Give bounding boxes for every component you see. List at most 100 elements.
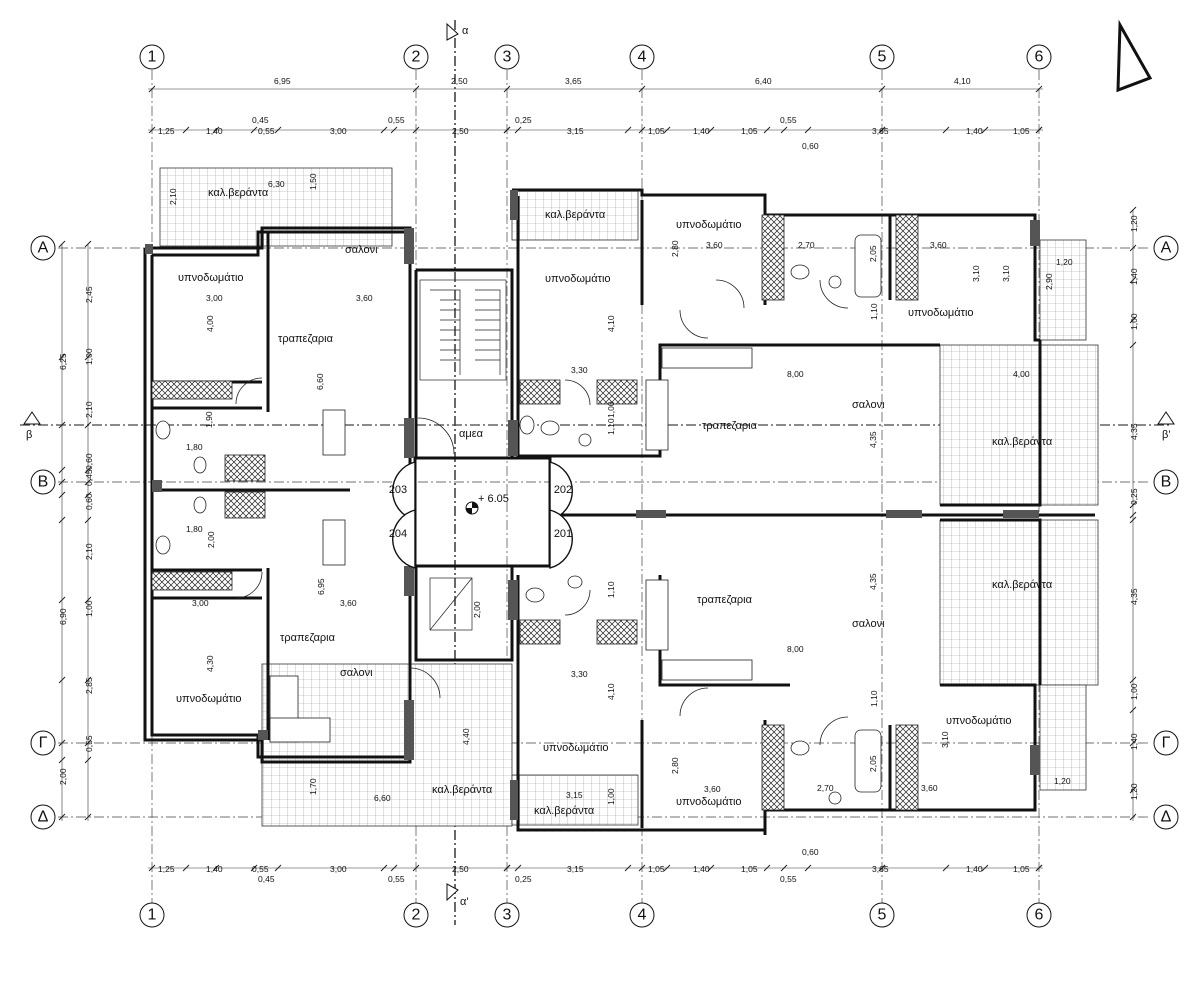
inner-dimension: 1,00 [606,788,616,805]
dim-bottom-detail: 1,05 [1013,864,1030,874]
dim-left-detail: 2,10 [84,543,94,560]
inner-dimension: 1,80 [186,442,203,452]
grid-row-label: Α [38,240,49,257]
grid-bubble [403,902,429,928]
grid-bubble [1153,730,1179,756]
inner-dimension: 4,35 [868,573,878,590]
wardrobes [151,214,919,811]
dim-right: 4,35 [1129,423,1139,440]
grid-bubble [869,902,895,928]
dim-bottom-detail: 1,40 [693,864,710,874]
dim-top-detail: 1,05 [648,126,665,136]
room-label: σαλονι [852,618,885,630]
grid-row-label: Δ [38,809,49,826]
section-mark-icon [23,411,41,425]
dim-right: 1,00 [1129,313,1139,330]
inner-dimension: 4,00 [1013,369,1030,379]
inner-dimension: 6,30 [268,179,285,189]
grid-col-label: 3 [503,49,512,66]
room-label: υπνοδωμάτιο [178,272,244,284]
inner-dimension: 2,00 [472,601,482,618]
room-label: καλ.βεράντα [432,784,493,796]
inner-dimension: 1,10 [606,581,616,598]
grid-bubble [139,902,165,928]
dim-right: 1,40 [1129,268,1139,285]
inner-dimension: 1,10 [869,690,879,707]
inner-dimension: 3,00 [192,598,209,608]
room-label: αμεα [459,428,484,440]
grid-bubble [403,44,429,70]
inner-dimension: 1,80 [186,524,203,534]
dim-top-detail: 1,40 [966,126,983,136]
apartment-markers [391,461,574,569]
section-label-right: β' [1162,429,1170,441]
inner-dimension: 2,80 [670,240,680,257]
grid-row-label: Δ [1161,809,1172,826]
room-label: υπνοδωμάτιο [676,796,742,808]
dim-bottom-detail: 0,55 [780,874,797,884]
inner-dimension: 1,50 [308,173,318,190]
apartment-number: 203 [389,484,407,496]
grid-col-label: 5 [878,49,887,66]
dim-top-overall: 2,50 [451,76,468,86]
dim-left-overall: 6,25 [58,353,68,370]
grid-col-label: 1 [148,907,157,924]
grid-row-label: Β [1161,474,1172,491]
grid-bubble [1026,902,1052,928]
dim-top-detail: 0,55 [780,115,797,125]
grid-bubble [139,44,165,70]
dim-top-overall: 3,65 [565,76,582,86]
inner-dimension: 2,05 [868,245,878,262]
inner-dimension: 4,40 [461,728,471,745]
room-label: τραπεζαρια [280,632,336,644]
dim-top-overall: 4,10 [954,76,971,86]
section-mark-icon [446,22,459,41]
grid-row-label: Γ [1162,735,1171,752]
grid-bubble [494,902,520,928]
column-blocks [145,190,1040,820]
grid-bubble [30,804,56,830]
grid-bubble [1153,469,1179,495]
inner-dimension: 4,10 [606,683,616,700]
grid-col-label: 5 [878,907,887,924]
inner-dimension: 2,70 [817,783,834,793]
dim-bottom-detail: 3,15 [567,864,584,874]
dim-left-detail: 1,00 [84,348,94,365]
level-marker-icon [465,501,479,515]
dim-bottom-detail: 3,00 [330,864,347,874]
inner-dimension: 1,20 [1054,776,1071,786]
dim-left-overall: 2,00 [58,768,68,785]
dim-bottom-detail: 2,50 [452,864,469,874]
grid-bubble [629,902,655,928]
inner-dimension: 2,10 [168,188,178,205]
inner-dimension: 3,10 [940,731,950,748]
inner-dimension: 3,60 [706,240,723,250]
grid-col-label: 2 [412,49,421,66]
dim-left-detail: 2,45 [84,286,94,303]
dim-left-detail: 0,60 [84,493,94,510]
dim-bottom-detail: 0,55 [252,864,269,874]
dim-left-detail: 0,45 [84,469,94,486]
dim-bottom-detail: 0,25 [515,874,532,884]
sanitary-fixtures [155,234,882,805]
room-label: καλ.βεράντα [208,187,269,199]
grid-col-label: 6 [1035,49,1044,66]
dim-top-detail: 3,15 [567,126,584,136]
dim-right: 1,40 [1129,733,1139,750]
dim-top-detail: 0,55 [388,115,405,125]
dim-top-detail: 1,40 [206,126,223,136]
grid-col-label: 4 [638,49,647,66]
dim-bottom-detail: 1,25 [158,864,175,874]
dim-bottom-detail: 1,05 [741,864,758,874]
dim-top-detail: 0,45 [252,115,269,125]
inner-dimension: 3,60 [340,598,357,608]
dim-top-detail: 1,40 [693,126,710,136]
dimension-lines [61,88,1134,869]
stairs [419,279,507,631]
room-label: υπνοδωμάτιο [545,273,611,285]
inner-dimension: 3,30 [571,669,588,679]
grid-bubble [1026,44,1052,70]
room-label: καλ.βεράντα [545,209,606,221]
room-label: υπνοδωμάτιο [946,715,1012,727]
